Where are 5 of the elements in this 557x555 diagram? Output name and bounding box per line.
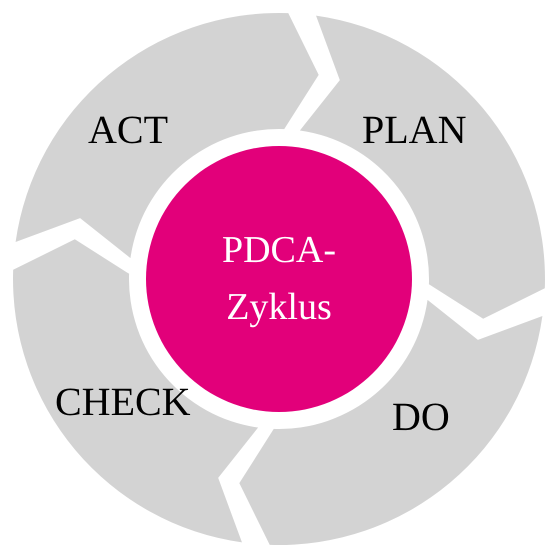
segment-label: ACT	[88, 110, 168, 150]
segment-label: CHECK	[55, 382, 191, 422]
segment-label: PLAN	[362, 110, 466, 150]
segment-label: DO	[392, 397, 450, 437]
hub-label: PDCA- Zyklus	[220, 228, 338, 330]
